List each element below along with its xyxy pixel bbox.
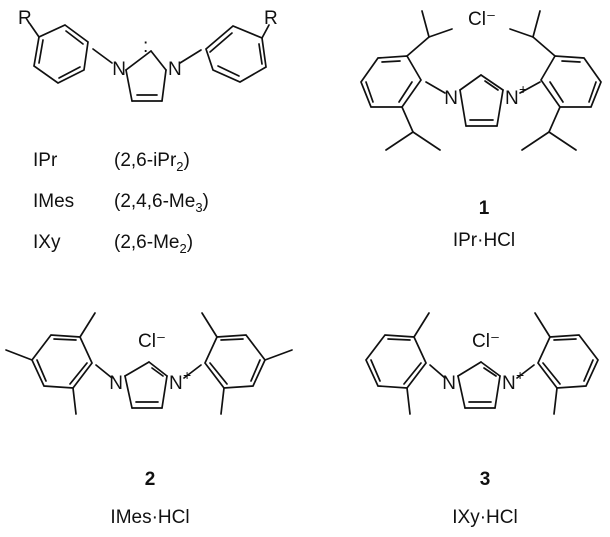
ligand-name-ipr: IPr xyxy=(33,150,58,171)
substituent-label: R xyxy=(264,8,278,29)
positive-charge: + xyxy=(516,367,524,383)
chloride-counterion: Cl⁻ xyxy=(468,9,496,30)
compound-1-number: 1 xyxy=(478,198,490,219)
nitrogen-atom-label: N xyxy=(502,373,516,394)
ligand-pattern-ipr: (2,6-iPr2) xyxy=(114,150,190,174)
nitrogen-atom-label: N xyxy=(444,88,458,109)
positive-charge: + xyxy=(183,367,191,383)
compound-2-number: 2 xyxy=(144,469,156,490)
nitrogen-atom-label: N xyxy=(109,373,123,394)
chloride-counterion: Cl⁻ xyxy=(472,331,500,352)
nitrogen-atom-label: N xyxy=(112,59,126,80)
ligand-pattern-ixy: (2,6-Me2) xyxy=(114,232,194,256)
nitrogen-atom-label: N xyxy=(442,373,456,394)
carbene-lone-pair: : xyxy=(143,36,148,57)
chloride-counterion: Cl⁻ xyxy=(138,331,166,352)
substituent-label: R xyxy=(18,8,32,29)
compound-2-structure: N N + Cl⁻ xyxy=(5,312,293,415)
positive-charge: + xyxy=(519,81,527,97)
nitrogen-atom-label: N xyxy=(169,373,183,394)
compound-3-structure: N N + Cl⁻ xyxy=(365,312,599,415)
nitrogen-atom-label: N xyxy=(505,88,519,109)
compound-1-label: IPr·HCl xyxy=(452,230,516,251)
compound-1-structure: N N + Cl⁻ xyxy=(360,9,602,151)
generic-nhc-structure: N N : R R xyxy=(18,8,278,102)
nitrogen-atom-label: N xyxy=(168,59,182,80)
compound-3-label: IXy·HCl xyxy=(452,507,518,528)
compound-2-label: IMes·HCl xyxy=(110,507,190,528)
ligand-name-imes: IMes xyxy=(33,191,75,212)
ligand-name-ixy: IXy xyxy=(33,232,61,253)
compound-3-number: 3 xyxy=(479,469,491,490)
ligand-pattern-imes: (2,4,6-Me3) xyxy=(114,191,209,215)
